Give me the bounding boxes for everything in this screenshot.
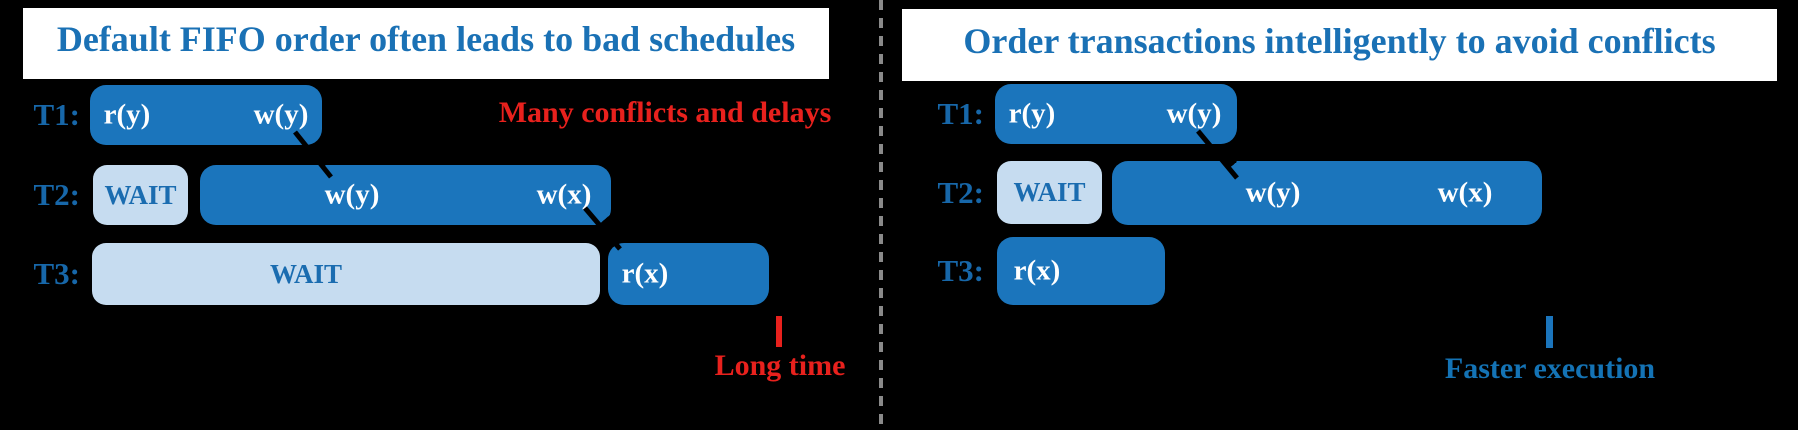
right-t2-label: T2: (937, 175, 985, 210)
right-t2-wait-box: WAIT (997, 161, 1102, 224)
panel-divider (879, 0, 883, 430)
op-label: r(x) (621, 257, 669, 290)
long-time-tick (776, 316, 782, 347)
op-label: r(y) (1008, 97, 1056, 130)
left-t1-bar: r(y) w(y) (90, 85, 322, 145)
op-label: w(x) (536, 178, 592, 211)
left-t2-wait-box: WAIT (93, 165, 188, 225)
op-label: w(y) (324, 178, 380, 211)
right-panel-header: Order transactions intelligently to avoi… (902, 9, 1777, 81)
op-label: r(x) (1013, 254, 1061, 287)
left-panel-title: Default FIFO order often leads to bad sc… (56, 19, 796, 59)
right-t3-label: T3: (937, 253, 985, 288)
right-t1-bar: r(y) w(y) (995, 84, 1237, 144)
long-time-label: Long time (714, 349, 846, 382)
faster-execution-tick (1546, 316, 1553, 348)
op-label: r(y) (103, 98, 151, 131)
op-label: w(y) (253, 98, 309, 131)
right-panel-title: Order transactions intelligently to avoi… (963, 20, 1716, 61)
left-t3-wait-bar: WAIT (92, 243, 600, 305)
left-panel-header: Default FIFO order often leads to bad sc… (23, 8, 829, 79)
op-label: w(y) (1166, 97, 1222, 130)
faster-execution-label: Faster execution (1444, 352, 1656, 385)
conflicts-annotation: Many conflicts and delays (498, 96, 832, 129)
op-label: w(y) (1245, 176, 1301, 209)
left-t2-bar: w(y) w(x) (200, 165, 611, 225)
right-t1-label: T1: (937, 96, 985, 131)
right-t2-bar: w(y) w(x) (1112, 161, 1542, 225)
left-t2-label: T2: (33, 177, 81, 212)
right-t3-bar: r(x) (997, 237, 1165, 305)
left-t1-label: T1: (33, 97, 81, 132)
op-label: w(x) (1437, 176, 1493, 209)
left-t3-bar: r(x) (608, 243, 769, 305)
left-t3-label: T3: (33, 256, 81, 291)
